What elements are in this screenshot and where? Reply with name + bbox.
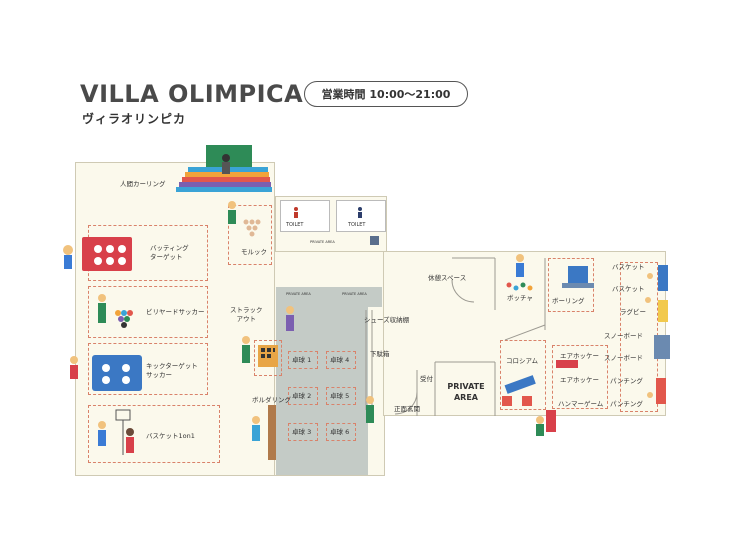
zone-struck-out bbox=[254, 340, 282, 376]
table-label-3: 卓球 3 bbox=[292, 428, 312, 436]
table-tennis-zone-top bbox=[276, 287, 382, 307]
page-title: VILLA OLIMPICA bbox=[80, 80, 304, 108]
area-label-basket-1on1: バスケット1on1 bbox=[146, 432, 195, 440]
zone-molkky bbox=[228, 205, 272, 265]
area-label-rest-space: 休憩スペース bbox=[428, 274, 467, 282]
west-hall bbox=[75, 162, 275, 476]
table-tennis-table-2 bbox=[288, 387, 318, 405]
area-label-private-area: PRIVATE AREA bbox=[447, 382, 485, 402]
private-area-small-label: PRIVATE AREA bbox=[310, 240, 335, 244]
table-label-2: 卓球 2 bbox=[292, 392, 312, 400]
table-tennis-table-3 bbox=[288, 423, 318, 441]
area-label-basket-1: バスケット bbox=[612, 263, 645, 271]
area-label-basket-2: バスケット bbox=[612, 285, 645, 293]
area-label-curling: 人間カーリング bbox=[120, 180, 166, 188]
area-label-batting: バッティング ターゲット bbox=[150, 244, 189, 261]
table-tennis-table-4 bbox=[326, 351, 356, 369]
table-label-5: 卓球 5 bbox=[330, 392, 350, 400]
area-label-molkky: モルック bbox=[241, 248, 267, 256]
area-label-shoe-box: 下駄箱 bbox=[370, 350, 390, 358]
page-subtitle: ヴィラオリンピカ bbox=[82, 112, 187, 126]
private-area-top-label-1: PRIVATE AREA bbox=[286, 292, 311, 296]
opening-hours-badge: 営業時間 10:00～21:00 bbox=[304, 81, 468, 107]
area-label-colosseum: コロシアム bbox=[506, 357, 539, 365]
area-label-kick-target: キックターゲット サッカー bbox=[146, 362, 198, 379]
zone-east-games bbox=[552, 345, 608, 409]
area-label-rugby: ラグビー bbox=[620, 308, 646, 316]
toilet-label-2: TOILET bbox=[348, 222, 366, 228]
toilet-label-1: TOILET bbox=[286, 222, 304, 228]
zone-billiard-soccer bbox=[88, 286, 208, 338]
table-label-4: 卓球 4 bbox=[330, 356, 350, 364]
table-tennis-table-6 bbox=[326, 423, 356, 441]
area-label-struck-out: ストラック アウト bbox=[230, 306, 263, 323]
east-hall bbox=[383, 251, 666, 416]
zone-basket-1on1 bbox=[88, 405, 220, 463]
area-label-punching-2: パンチング bbox=[610, 400, 643, 408]
zone-kick-target bbox=[88, 343, 208, 395]
area-label-hammer-game: ハンマーゲーム bbox=[558, 400, 604, 408]
area-label-punching-1: パンチング bbox=[610, 377, 643, 385]
area-label-snowboard-2: スノーボード bbox=[604, 354, 643, 362]
area-label-air-hockey-1: エアホッケー bbox=[560, 352, 599, 360]
area-label-air-hockey-2: エアホッケー bbox=[560, 376, 599, 384]
table-tennis-table-1 bbox=[288, 351, 318, 369]
private-area-top-label-2: PRIVATE AREA bbox=[342, 292, 367, 296]
area-label-bouldering: ボルダリング bbox=[252, 396, 291, 404]
restroom-1 bbox=[280, 200, 330, 232]
area-label-snowboard-1: スノーボード bbox=[604, 332, 643, 340]
area-label-bocce: ボッチャ bbox=[507, 294, 533, 302]
table-tennis-table-5 bbox=[326, 387, 356, 405]
area-label-billiard-soccer: ビリヤードサッカー bbox=[146, 308, 205, 316]
table-label-6: 卓球 6 bbox=[330, 428, 350, 436]
area-label-front-entrance: 正面玄関 bbox=[394, 405, 420, 413]
zone-colosseum bbox=[500, 340, 546, 410]
table-label-1: 卓球 1 bbox=[292, 356, 312, 364]
area-label-bowling: ボーリング bbox=[552, 297, 585, 305]
area-label-shoe-storage: シューズ収納棚 bbox=[364, 316, 410, 324]
area-label-reception: 受付 bbox=[420, 375, 433, 383]
